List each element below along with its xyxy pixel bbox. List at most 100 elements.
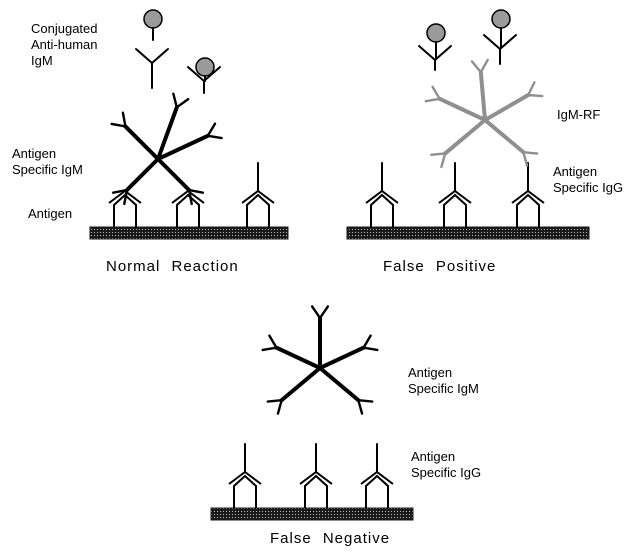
igm-fork <box>175 97 190 109</box>
igm-arm <box>279 366 322 403</box>
antigen-body <box>233 474 257 508</box>
igm-fork <box>111 188 129 194</box>
igm-arm <box>483 93 531 122</box>
igm-fork <box>522 150 539 155</box>
plate-false-positive <box>346 226 590 240</box>
antibody-arm-left <box>483 34 501 50</box>
conjugate-fp-2 <box>491 9 511 29</box>
igm-arm <box>156 133 210 161</box>
antigen-body <box>365 474 389 508</box>
igm-rf-star <box>424 58 544 169</box>
antigen-normal-3 <box>241 162 275 227</box>
igm-fork <box>424 97 441 103</box>
igm-fork <box>362 334 372 349</box>
caption-false-positive: False Positive <box>383 258 497 275</box>
antigen-roof <box>360 470 394 485</box>
igm-arm <box>443 118 487 156</box>
antibody-arm-left <box>418 45 436 61</box>
label-conjugated-anti-human-igm: Conjugated Anti-human IgM <box>31 21 98 68</box>
antigen-body <box>370 193 394 227</box>
igm-fork <box>206 122 217 137</box>
igm-arm <box>123 124 160 161</box>
igm-arm <box>156 105 179 161</box>
antibody-arm-right <box>434 45 452 61</box>
antigen-fp-2 <box>438 162 472 227</box>
antibody-arm-right <box>151 48 169 64</box>
igm-fork <box>527 93 544 98</box>
conjugate-normal-2 <box>195 57 215 77</box>
igm-fork <box>431 85 441 101</box>
antigen-fn-2 <box>299 443 333 508</box>
igm-fork <box>121 111 127 128</box>
igm-fork <box>187 188 205 194</box>
fp-conjugate-antibody-1 <box>418 45 452 71</box>
antigen-body <box>304 474 328 508</box>
igm-fork <box>318 305 330 320</box>
caption-false-negative: False Negative <box>270 530 391 547</box>
antigen-body <box>176 193 200 227</box>
igm-fork <box>362 346 379 352</box>
igm-normal <box>110 92 223 206</box>
igm-arm <box>478 70 487 122</box>
antigen-normal-2 <box>171 189 205 227</box>
igm-fork <box>527 81 536 97</box>
plate-false-negative <box>210 507 414 521</box>
igm-fork <box>268 334 278 349</box>
antigen-fn-1 <box>228 443 262 508</box>
igm-fork <box>110 122 127 128</box>
igm-arm <box>156 157 192 193</box>
igm-fork <box>266 398 283 403</box>
antigen-roof <box>511 189 545 204</box>
antigen-fp-3 <box>511 162 545 227</box>
igm-fork <box>206 134 223 140</box>
label-antigen-specific-igg: Antigen Specific IgG <box>553 164 624 195</box>
igm-arm <box>318 366 361 403</box>
igm-false-negative <box>261 305 379 415</box>
anti-human-igm-2 <box>187 66 221 94</box>
antigen-fp-1 <box>365 162 399 227</box>
igm-fork <box>522 150 529 167</box>
antigen-roof <box>438 189 472 204</box>
igm-fork <box>430 152 447 156</box>
antigen-roof <box>228 470 262 485</box>
igm-fork <box>172 92 179 109</box>
antigen-roof <box>241 189 275 204</box>
fp-conjugate-antibody-2 <box>483 34 517 65</box>
conjugate-fp-1 <box>426 23 446 43</box>
antigen-roof <box>365 189 399 204</box>
antigen-body <box>443 193 467 227</box>
antibody-arm-left <box>187 66 205 82</box>
igm-fork <box>470 60 483 74</box>
igm-fork <box>357 398 374 403</box>
igm-arm <box>437 96 487 122</box>
igm-fork <box>276 398 283 415</box>
label-antigen-specific-igm: Antigen Specific IgM <box>12 146 83 177</box>
label-fn-antigen-specific-igg: Antigen Specific IgG <box>411 449 482 480</box>
antigen-roof <box>299 470 333 485</box>
antibody-arm-right <box>499 34 517 50</box>
igm-fork <box>310 305 322 320</box>
igm-fork <box>357 398 364 415</box>
igm-fork <box>479 58 489 74</box>
conjugate-normal-1 <box>143 9 163 29</box>
label-antigen: Antigen <box>28 206 73 221</box>
antigen-body <box>516 193 540 227</box>
caption-normal-reaction: Normal Reaction <box>106 258 239 275</box>
antigen-body <box>246 193 270 227</box>
label-fn-antigen-specific-igm: Antigen Specific IgM <box>408 365 479 396</box>
igm-fork <box>261 346 278 352</box>
anti-human-igm-1 <box>135 48 169 89</box>
igm-arm <box>124 157 160 193</box>
igm-arm <box>318 345 366 370</box>
igm-fork <box>187 188 193 206</box>
antibody-arm-left <box>135 48 153 64</box>
plate-normal <box>89 226 289 240</box>
antibody-arm-right <box>203 66 221 82</box>
igm-fork <box>123 188 129 206</box>
antigen-fn-3 <box>360 443 394 508</box>
igm-arm <box>274 345 322 370</box>
label-igm-rf: IgM-RF <box>557 107 601 122</box>
igm-fork <box>440 152 447 169</box>
